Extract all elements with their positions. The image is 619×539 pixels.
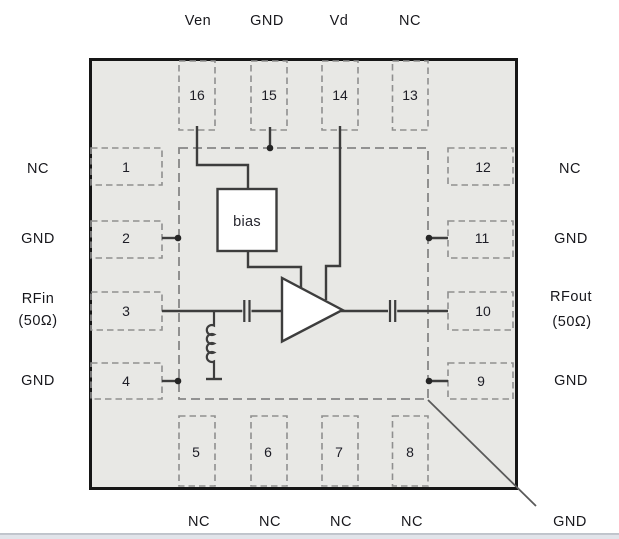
pin-label-5: NC — [188, 514, 210, 530]
pin-number-16: 16 — [189, 87, 205, 103]
pin-number-10: 10 — [475, 303, 491, 319]
pin-box-10 — [447, 291, 514, 331]
pin-number-5: 5 — [192, 444, 200, 460]
pin-box-13 — [391, 60, 429, 131]
pin-label-9: GND — [554, 373, 588, 389]
pin-label-3: RFin — [22, 291, 55, 307]
pin-number-12: 12 — [475, 159, 491, 175]
pin-number-4: 4 — [122, 373, 130, 389]
pin-number-3: 3 — [122, 303, 130, 319]
amplifier-triangle-icon — [280, 276, 346, 344]
pin-box-2 — [90, 220, 163, 259]
pin-number-8: 8 — [406, 444, 414, 460]
pin-label-12: NC — [559, 161, 581, 177]
pin-box-1 — [90, 147, 163, 186]
pin-number-1: 1 — [122, 159, 130, 175]
junction-dot-pin15 — [266, 144, 274, 152]
exposed-pad-gnd-pointer — [427, 399, 537, 507]
junction-dot-pin11 — [425, 234, 433, 242]
pin-number-13: 13 — [402, 87, 418, 103]
pin-number-7: 7 — [335, 444, 343, 460]
junction-dot-pin2 — [174, 234, 182, 242]
bias-output-trace — [246, 251, 303, 288]
output-capacitor-icon — [388, 300, 397, 322]
bias-box — [216, 187, 278, 253]
pin-label-11: GND — [554, 231, 588, 247]
pin-number-9: 9 — [477, 373, 485, 389]
pin-box-11 — [447, 220, 514, 259]
pin-label-2: GND — [21, 231, 55, 247]
pin-label-8: NC — [401, 514, 423, 530]
pin-label-6: NC — [259, 514, 281, 530]
input-capacitor-icon — [243, 300, 251, 322]
pin-label-15: GND — [250, 13, 284, 29]
pin-label-16: Ven — [185, 13, 212, 29]
exposed-pad-gnd-label: GND — [553, 514, 587, 530]
pin-label-14: Vd — [330, 13, 349, 29]
pin-label-1: NC — [27, 161, 49, 177]
bias-label: bias — [233, 214, 261, 230]
pin-box-12 — [447, 147, 514, 186]
window-bottom-edge — [0, 534, 619, 539]
pin-label-3-impedance: (50Ω) — [18, 313, 57, 329]
shunt-inductor-icon — [205, 311, 217, 378]
pin-label-10-impedance: (50Ω) — [552, 314, 591, 330]
pin-number-14: 14 — [332, 87, 348, 103]
vd-trace — [324, 126, 342, 300]
pin-label-7: NC — [330, 514, 352, 530]
exposed-pad-boundary — [178, 147, 429, 400]
pin-label-13: NC — [399, 13, 421, 29]
pin-label-10: RFout — [550, 289, 592, 305]
pin-number-11: 11 — [475, 230, 490, 246]
junction-dot-pin9 — [425, 377, 433, 385]
pin-number-6: 6 — [264, 444, 272, 460]
ven-trace — [195, 126, 250, 190]
junction-dot-pin4 — [174, 377, 182, 385]
pin-number-15: 15 — [261, 87, 277, 103]
pin-label-4: GND — [21, 373, 55, 389]
pin-number-2: 2 — [122, 230, 130, 246]
